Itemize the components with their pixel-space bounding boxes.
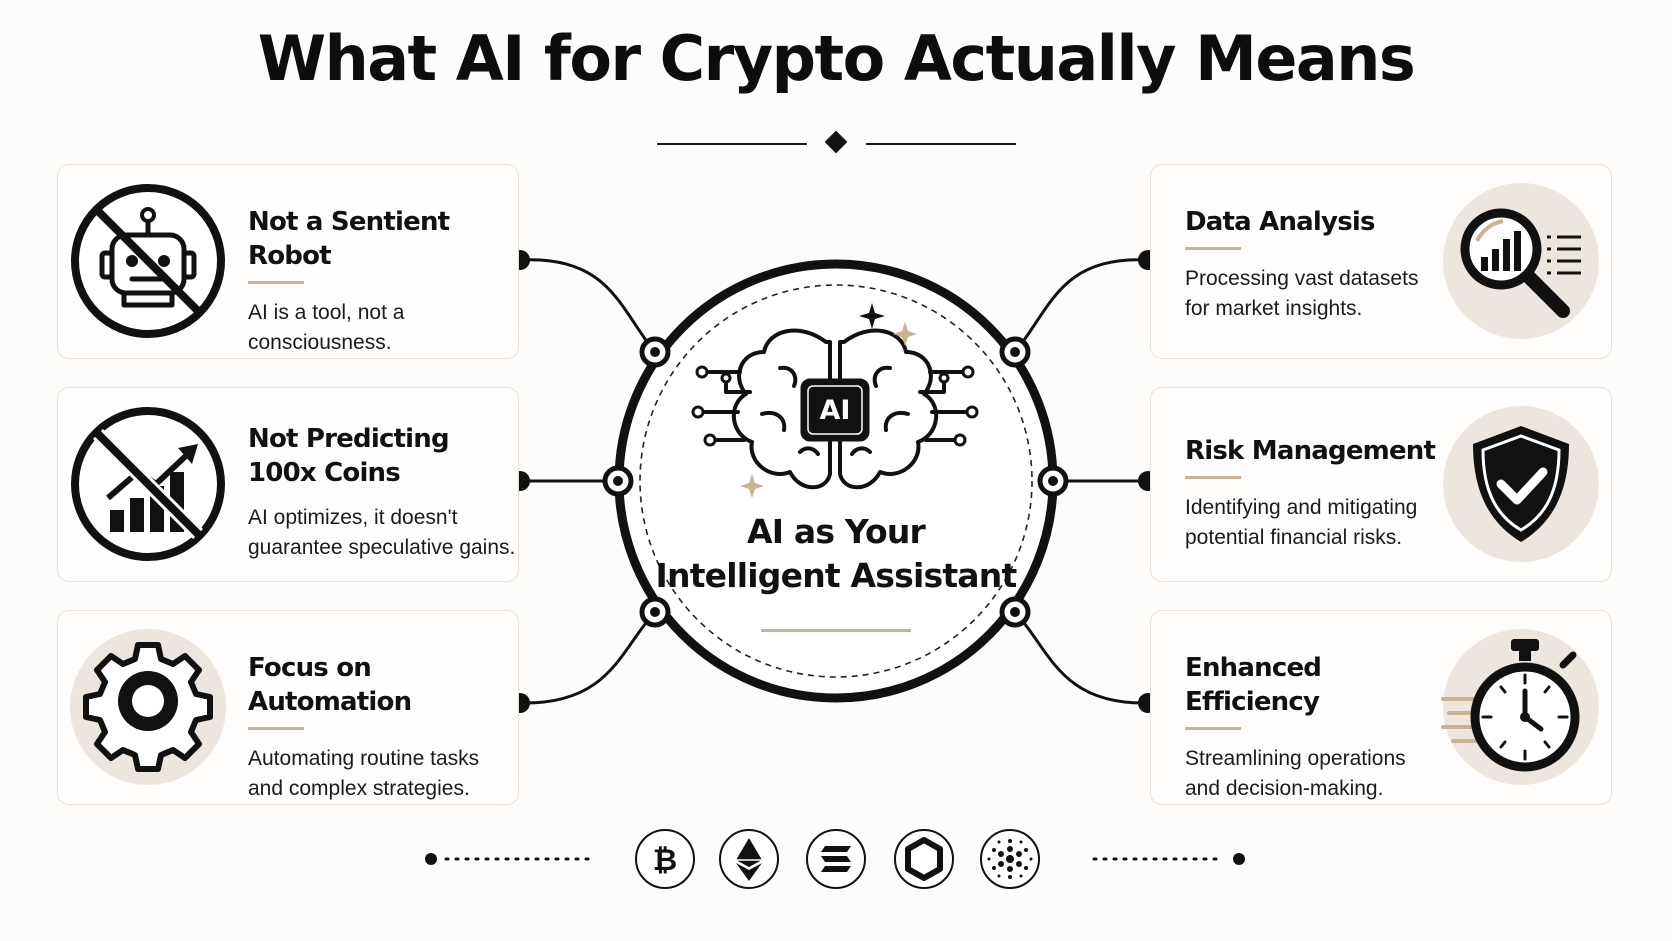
card-focus-automation: Focus on Automation Automating routine t… bbox=[57, 610, 519, 805]
hub-title-line-2: Intelligent Assistant bbox=[655, 556, 1018, 595]
card-title: Enhanced Efficiency bbox=[1185, 653, 1322, 717]
hub-outer-ring bbox=[614, 259, 1058, 703]
sparkle-icon bbox=[893, 322, 917, 346]
connector-right-1 bbox=[1013, 258, 1149, 353]
card-title-line-2: 100x Coins bbox=[248, 458, 401, 488]
card-rule bbox=[1185, 727, 1241, 730]
svg-text:₿: ₿ bbox=[653, 843, 677, 878]
hub-rule bbox=[761, 629, 911, 632]
card-desc-line-1: Streamlining operations bbox=[1185, 747, 1406, 770]
connector-right-3 bbox=[1013, 610, 1149, 705]
card-rule bbox=[1185, 476, 1241, 479]
magnifier-chart-icon bbox=[1439, 179, 1603, 343]
card-desc-line-2: consciousness. bbox=[248, 331, 392, 354]
bitcoin-icon: ₿ bbox=[634, 828, 696, 890]
card-desc-line-2: and decision-making. bbox=[1185, 777, 1384, 800]
card-desc-line-1: Processing vast datasets bbox=[1185, 267, 1419, 290]
title-rule-left bbox=[657, 143, 807, 145]
card-desc-line-1: AI optimizes, it doesn't bbox=[248, 506, 458, 529]
card-desc-line-1: Automating routine tasks bbox=[248, 747, 480, 770]
card-enhanced-efficiency: Enhanced Efficiency Streamlining operati… bbox=[1150, 610, 1612, 805]
hub-title: AI as Your Intelligent Assistant bbox=[636, 510, 1036, 598]
card-title: Focus on Automation bbox=[248, 653, 412, 717]
card-rule bbox=[1185, 247, 1241, 250]
connector-left-1 bbox=[519, 258, 657, 353]
hub-inner-dashed-ring bbox=[639, 284, 1033, 678]
card-desc-line-1: Identifying and mitigating bbox=[1185, 496, 1418, 519]
card-title: Risk Management bbox=[1185, 436, 1436, 466]
no-robot-icon bbox=[66, 179, 230, 343]
shield-check-icon bbox=[1439, 402, 1603, 566]
card-title: Data Analysis bbox=[1185, 207, 1375, 237]
sparkle-icon bbox=[740, 474, 764, 498]
card-title: Not a Sentient Robot bbox=[248, 207, 450, 271]
hub-title-line-1: AI as Your bbox=[746, 512, 926, 551]
page-title: What AI for Crypto Actually Means bbox=[257, 22, 1416, 95]
card-desc-line-2: for market insights. bbox=[1185, 297, 1363, 320]
card-desc-line-2: guarantee speculative gains. bbox=[248, 536, 516, 559]
card-risk-management: Risk Management Identifying and mitigati… bbox=[1150, 387, 1612, 582]
brain-chip-icon bbox=[702, 328, 968, 490]
card-not-sentient-robot: Not a Sentient Robot AI is a tool, not a… bbox=[57, 164, 519, 359]
chainlink-icon bbox=[893, 828, 955, 890]
card-not-predicting-coins: Not Predicting 100x Coins AI optimizes, … bbox=[57, 387, 519, 582]
ethereum-icon bbox=[718, 828, 780, 890]
no-growth-chart-icon bbox=[66, 402, 230, 566]
stopwatch-icon bbox=[1439, 625, 1603, 789]
solana-icon bbox=[805, 828, 867, 890]
ai-chip bbox=[800, 378, 870, 442]
card-title-line-1: Not Predicting bbox=[248, 424, 450, 454]
gear-icon bbox=[66, 625, 230, 789]
card-rule bbox=[248, 727, 304, 730]
card-desc-line-2: potential financial risks. bbox=[1185, 526, 1403, 549]
title-rule-right bbox=[866, 143, 1016, 145]
card-desc-line-1: AI is a tool, not a bbox=[248, 301, 405, 324]
cardano-icon bbox=[979, 828, 1041, 890]
card-data-analysis: Data Analysis Processing vast datasets f… bbox=[1150, 164, 1612, 359]
connector-left-3 bbox=[519, 610, 657, 705]
card-rule bbox=[248, 281, 304, 284]
svg-text:AI: AI bbox=[820, 395, 851, 426]
sparkle-icon bbox=[859, 303, 885, 329]
card-desc-line-2: and complex strategies. bbox=[248, 777, 470, 800]
